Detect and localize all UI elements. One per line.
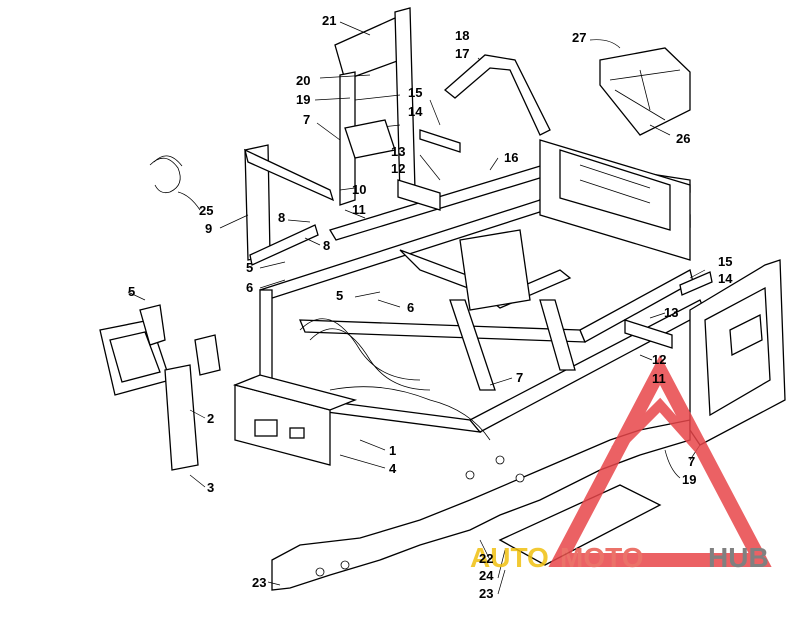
callout-20: 20 <box>296 73 310 88</box>
callout-5a: 5 <box>246 260 253 275</box>
callout-6a: 6 <box>246 280 253 295</box>
callout-12a: 12 <box>391 161 405 176</box>
callout-8a: 8 <box>278 210 285 225</box>
callout-14b: 14 <box>718 271 733 286</box>
callout-7a: 7 <box>303 112 310 127</box>
callout-10: 10 <box>352 182 366 197</box>
callout-24: 24 <box>479 568 494 583</box>
seat-back-frame <box>334 7 416 206</box>
callout-19a: 19 <box>296 92 310 107</box>
callout-26: 26 <box>676 131 690 146</box>
callout-18: 18 <box>455 28 469 43</box>
main-frame <box>232 139 706 466</box>
callout-11a: 11 <box>352 202 366 217</box>
callout-15a: 15 <box>408 85 422 100</box>
callout-13a: 13 <box>391 144 405 159</box>
watermark-triangle <box>548 354 772 567</box>
callout-9: 9 <box>205 221 212 236</box>
callout-labels: 21 18 17 27 20 19 15 14 7 26 13 12 16 10… <box>128 13 733 601</box>
leader-lines <box>127 21 706 595</box>
small-brackets <box>397 129 713 349</box>
callout-13b: 13 <box>664 305 678 320</box>
callout-7c: 7 <box>688 454 695 469</box>
watermark-auto: AUTO <box>470 542 549 573</box>
rear-bracket <box>599 47 691 136</box>
callout-12b: 12 <box>652 352 666 367</box>
strap <box>149 155 183 194</box>
callout-19b: 19 <box>682 472 696 487</box>
callout-25: 25 <box>199 203 213 218</box>
callout-2: 2 <box>207 411 214 426</box>
callout-23b: 23 <box>479 586 493 601</box>
roll-bar <box>443 54 551 136</box>
right-side-frame <box>689 259 786 446</box>
callout-5b: 5 <box>128 284 135 299</box>
callout-6b: 6 <box>407 300 414 315</box>
callout-8b: 8 <box>323 238 330 253</box>
callout-16: 16 <box>504 150 518 165</box>
callout-11b: 11 <box>652 371 666 386</box>
front-bracket <box>99 304 221 471</box>
callout-14a: 14 <box>408 104 423 119</box>
callout-15b: 15 <box>718 254 732 269</box>
watermark-moto: MOTO <box>560 542 643 573</box>
callout-22: 22 <box>479 551 493 566</box>
callout-21: 21 <box>322 13 336 28</box>
callout-3: 3 <box>207 480 214 495</box>
callout-7b: 7 <box>516 370 523 385</box>
left-side-frame <box>244 144 335 266</box>
callout-1: 1 <box>389 443 396 458</box>
callout-23a: 23 <box>252 575 266 590</box>
callout-4: 4 <box>389 461 397 476</box>
callout-17: 17 <box>455 46 469 61</box>
automotohub-watermark: AUTO MOTO HUB <box>470 354 772 573</box>
callout-5c: 5 <box>336 288 343 303</box>
callout-27: 27 <box>572 30 586 45</box>
watermark-hub: HUB <box>708 542 769 573</box>
